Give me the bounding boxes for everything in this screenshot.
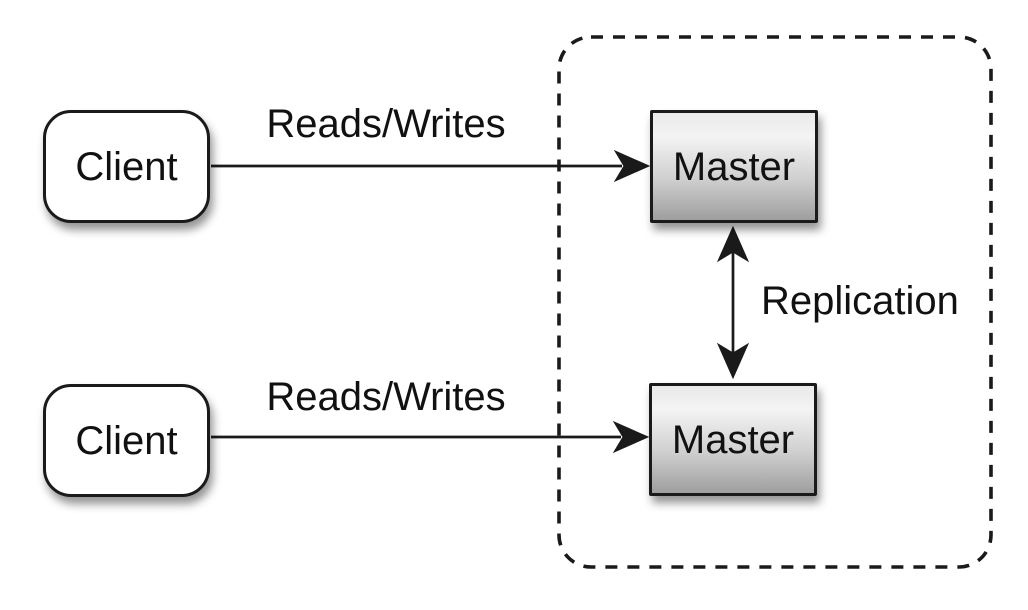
arrowhead-right-icon xyxy=(612,420,650,454)
replication-arrow xyxy=(716,225,750,380)
client-node-top: Client xyxy=(43,110,210,223)
arrowhead-right-icon xyxy=(613,149,651,183)
master-node-bottom: Master xyxy=(649,383,817,496)
reads-writes-arrow-top xyxy=(211,149,651,183)
client-node-bottom: Client xyxy=(43,384,210,497)
arrowhead-up-icon xyxy=(716,225,750,263)
reads-writes-arrow-bottom xyxy=(211,420,650,454)
client-node-label: Client xyxy=(75,418,178,463)
master-node-label: Master xyxy=(671,417,795,462)
master-node-top: Master xyxy=(650,110,818,223)
master-node-label: Master xyxy=(672,144,796,189)
reads-writes-label-bottom: Reads/Writes xyxy=(266,375,506,419)
replication-label: Replication xyxy=(761,279,959,323)
replication-group-border xyxy=(557,35,993,569)
reads-writes-label-top: Reads/Writes xyxy=(266,102,506,146)
arrowhead-down-icon xyxy=(716,342,750,380)
client-node-label: Client xyxy=(75,144,178,189)
